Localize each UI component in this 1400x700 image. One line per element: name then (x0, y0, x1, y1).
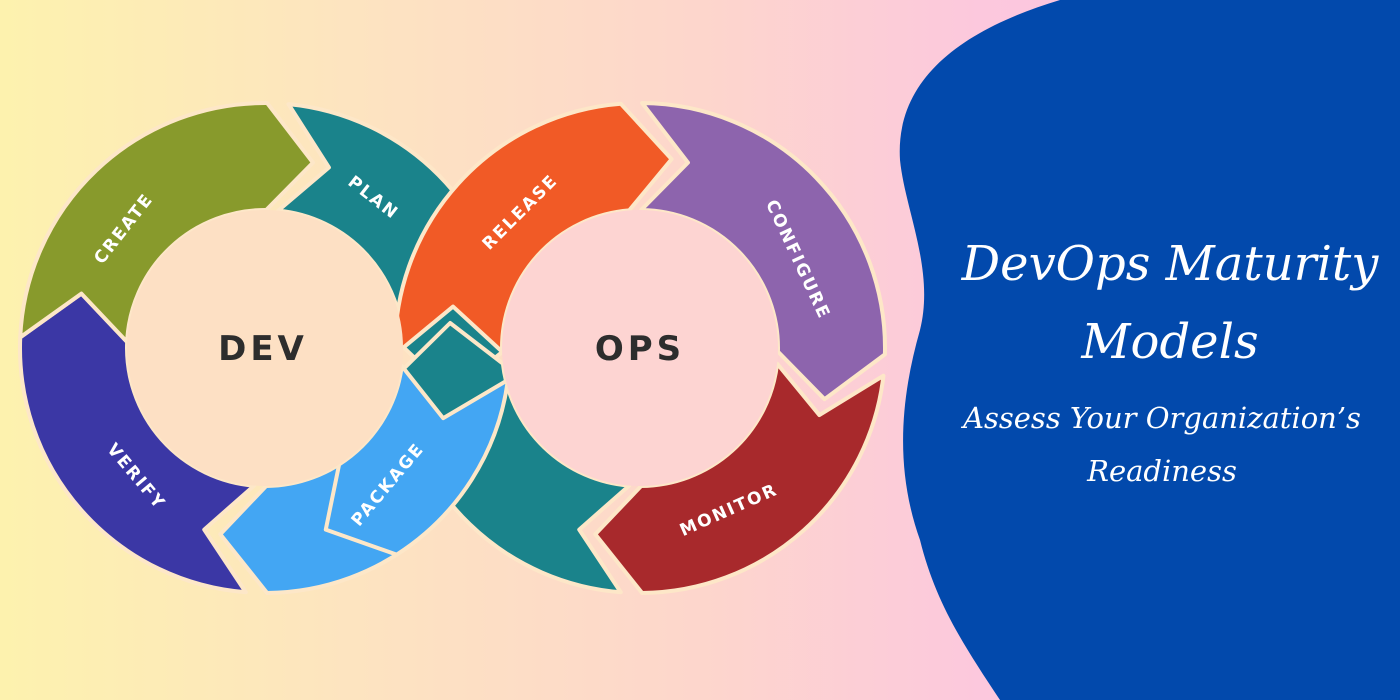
ops-hub (502, 210, 778, 486)
dev-ring (18, 101, 512, 595)
panel-subtitle-line2: Readiness (1086, 454, 1237, 488)
panel-title-line1: DevOps Maturity (961, 236, 1380, 292)
ops-label: OPS (595, 329, 685, 369)
panel-title-line2: Models (1080, 314, 1258, 370)
dev-hub (127, 210, 403, 486)
dev-label: DEV (218, 329, 308, 369)
title-panel (899, 0, 1400, 700)
panel-subtitle-line1: Assess Your Organization’s (960, 401, 1361, 435)
